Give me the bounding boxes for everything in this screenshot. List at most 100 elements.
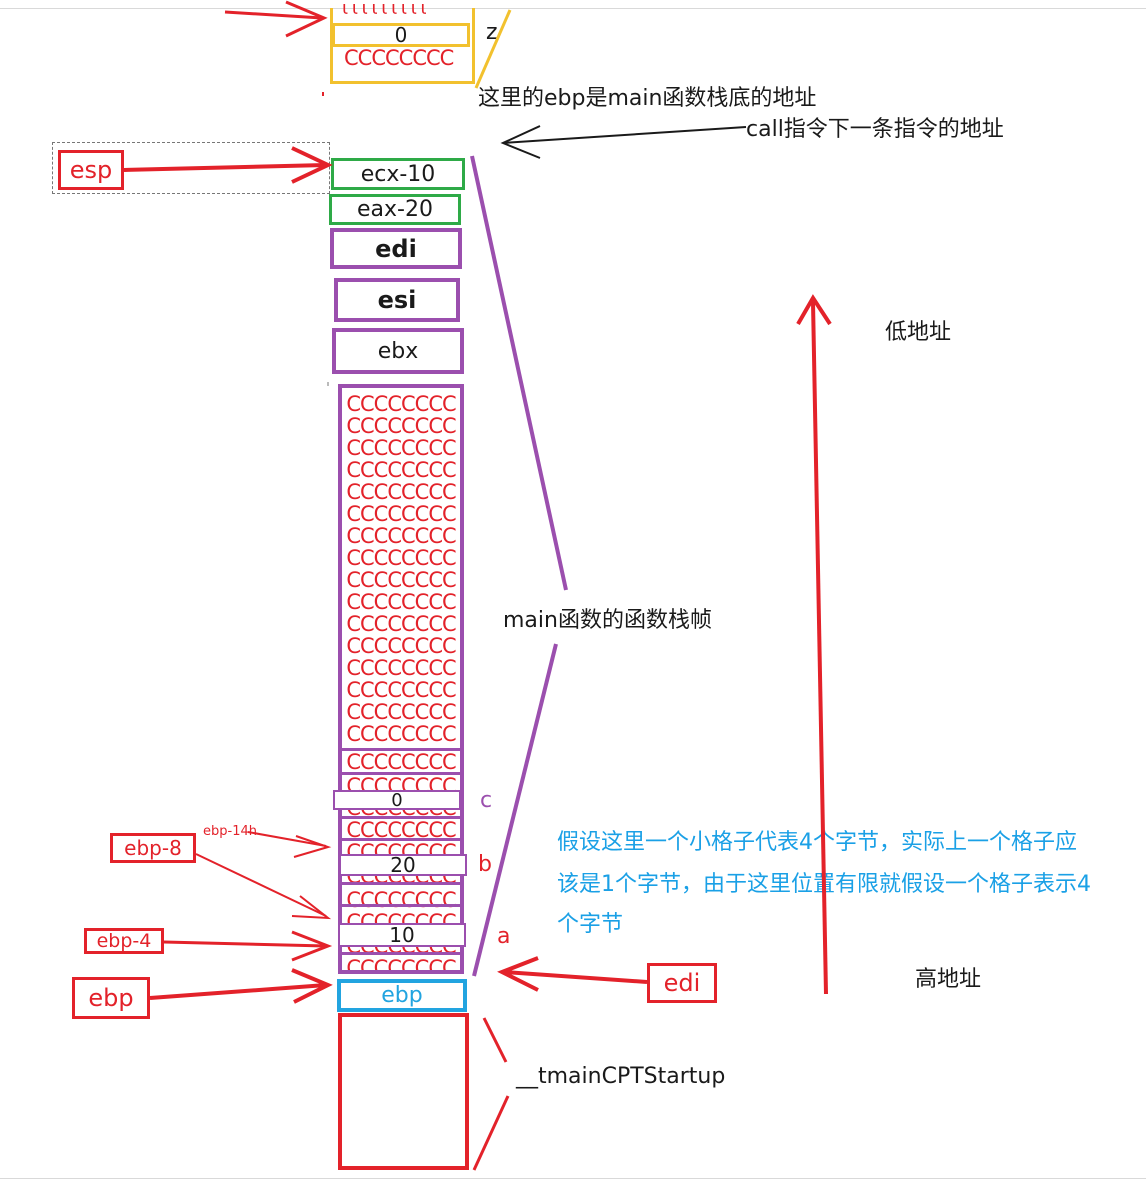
var-a-name: a [497,924,511,949]
top-partial-cs: ι ι ι ι ι ι ι ι ι [342,0,427,19]
var-b-name: b [478,852,492,877]
esi-label: esi [377,286,417,314]
startup-frame [338,1013,469,1170]
startup-label: __tmainCPTStartup [516,1064,726,1089]
top-arrow-head [285,0,328,38]
cc-fill-row: CCCCCCCC [346,656,456,680]
esp-selection [52,142,330,194]
edi-cell: edi [330,228,462,269]
bottom-rule [0,1178,1146,1179]
frame-bracket-bottom [472,643,558,977]
cc-fill-row: CCCCCCCC [346,568,456,592]
yellow-diagonal [474,9,512,89]
var-b-cell: 20 [339,853,467,877]
cc-fill-row: CCCCCCCC [346,722,456,746]
call-next-note: call指令下一条指令的地址 [746,117,1004,142]
top-block: ι ι ι ι ι ι ι ι ι 0 CCCCCCCC [330,0,475,84]
ebp8-arrow-head [291,895,332,920]
var-c-cell: 0 [333,789,461,811]
cc-fill-row: CCCCCCCC [346,612,456,636]
eax-label: eax-20 [357,197,433,222]
var-c-value: 0 [391,789,403,811]
ebp14h-arrow-line [247,831,327,847]
esi-cell: esi [334,278,460,322]
esp-arrow-line [123,163,327,172]
cc-fill-row: CCCCCCCC [346,678,456,702]
ebp4-arrow-head [291,930,333,962]
startup-bracket-bottom [472,1095,510,1171]
cc-fill-row: CCCCCCCC [346,414,456,438]
low-address-label: 低地址 [885,320,952,345]
ebp-arrow-line [149,983,327,1000]
top-arrow [224,10,323,20]
ebp14h-arrow-head [293,835,332,858]
cc-fill-row: CCCCCCCC [346,502,456,526]
cc-fill-row: CCCCCCCC [346,888,456,912]
cc-row-divider [342,772,460,775]
cc-fill-row: CCCCCCCC [346,634,456,658]
address-arrow-head [796,294,832,326]
ebx-cell: ebx [332,328,464,374]
cc-fill-row: CCCCCCCC [346,458,456,482]
startup-bracket-top [482,1017,508,1063]
ebp-cell: ebp [337,979,467,1012]
high-address-label: 高地址 [915,967,982,992]
ebp-cell-label: ebp [381,983,423,1008]
var-c-name: c [480,788,493,813]
frame-bracket-top [470,155,568,591]
cc-fill-row: CCCCCCCC [346,392,456,416]
frame-label: main函数的函数栈帧 [503,608,712,633]
call-arrow-line [502,126,747,144]
top-var-z: z [486,20,498,45]
main-ebp-note: 这里的ebp是main函数栈底的地址 [478,86,817,111]
cc-row-divider [342,748,460,751]
cc-row-divider [342,838,460,841]
var-b-value: 20 [390,853,416,877]
cc-fill-row: CCCCCCCC [346,436,456,460]
esp-arrow-head [291,146,333,184]
esp-pointer-box: esp [58,150,124,190]
ecx-cell: ecx-10 [331,158,465,190]
cc-fill-row: CCCCCCCC [346,524,456,548]
ebp8-pointer-label: ebp-8 [124,836,182,860]
cc-row-divider [342,952,460,955]
cc-fill-row: CCCCCCCC [346,590,456,614]
ecx-label: ecx-10 [360,161,436,187]
ebp-arrow-head [291,968,333,1004]
top-cs-row: CCCCCCCC [344,46,454,70]
edi-pointer-box: edi [647,963,717,1003]
edi-label: edi [375,234,417,263]
ebp4-pointer-label: ebp-4 [96,930,152,952]
edi-pointer-label: edi [663,969,701,997]
ebx-label: ebx [377,338,419,364]
cc-fill-row: CCCCCCCC [346,956,456,974]
cc-row-divider [342,904,460,907]
cc-row-divider [342,816,460,819]
edi-arrow-head [497,956,539,992]
eax-cell: eax-20 [329,194,461,225]
note-line-3: 个字节 [557,912,624,937]
ebp8-pointer-box: ebp-8 [110,833,196,863]
ebp4-arrow-line [163,940,327,948]
top-yellow-bottom [330,81,475,84]
cc-fill-row: CCCCCCCC [346,480,456,504]
cc-fill-row: CCCCCCCC [346,700,456,724]
address-arrow-line [811,301,828,995]
note-line-1: 假设这里一个小格子代表4个字节，实际上一个格子应 [557,830,1077,855]
top-rule [0,8,1146,9]
esp-pointer-label: esp [69,156,113,184]
var-a-value: 10 [389,923,415,947]
top-zero-value: 0 [394,23,408,47]
cc-row-divider [342,882,460,885]
ebp-pointer-label: ebp [88,984,134,1012]
top-yellow-left [330,8,333,84]
ebp8-arrow-line [195,853,327,917]
var-a-cell: 10 [338,923,466,947]
ebp14h-label: ebp-14h [203,824,257,839]
call-arrow-head [500,125,541,159]
ebp-pointer-box: ebp [72,977,150,1019]
cc-fill-row: CCCCCCCC [346,546,456,570]
ebp4-pointer-box: ebp-4 [84,928,164,954]
top-zero-cell: 0 [332,23,470,47]
